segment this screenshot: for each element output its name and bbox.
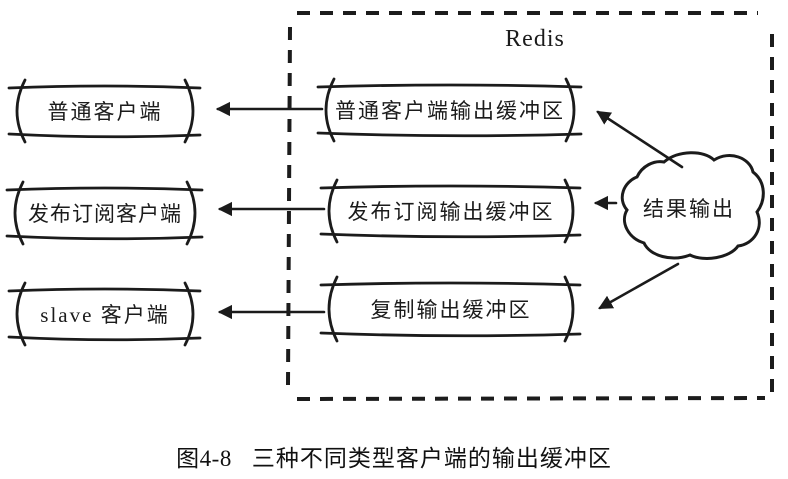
buffer-label-replication: 复制输出缓冲区 <box>370 298 532 322</box>
redis-boundary-dashed-border <box>286 11 774 401</box>
client-label-pubsub: 发布订阅客户端 <box>28 202 182 226</box>
client-box-normal <box>7 78 202 144</box>
figure-caption-number: 图4-8 <box>176 446 232 471</box>
buffer-box-replication <box>319 275 582 343</box>
client-label-normal: 普通客户端 <box>47 100 163 124</box>
result-output-cloud <box>620 151 765 260</box>
result-output-label: 结果输出 <box>643 197 735 221</box>
redis-server-label: Redis <box>505 25 565 52</box>
arrow-cloud-to-buffer1-icon <box>596 110 684 169</box>
arrow-cloud-to-buffer3-icon <box>598 262 680 310</box>
client-box-slave <box>7 281 202 347</box>
client-box-pubsub <box>5 180 204 246</box>
buffer-label-normal: 普通客户端输出缓冲区 <box>335 99 565 123</box>
client-label-slave: slave 客户端 <box>40 303 170 327</box>
buffer-box-normal <box>316 77 583 143</box>
figure-caption-title: 三种不同类型客户端的输出缓冲区 <box>251 446 612 471</box>
buffer-box-pubsub <box>319 178 582 244</box>
figure-caption: 图4-8 三种不同类型客户端的输出缓冲区 <box>0 440 788 472</box>
buffer-label-pubsub: 发布订阅输出缓冲区 <box>347 200 555 224</box>
